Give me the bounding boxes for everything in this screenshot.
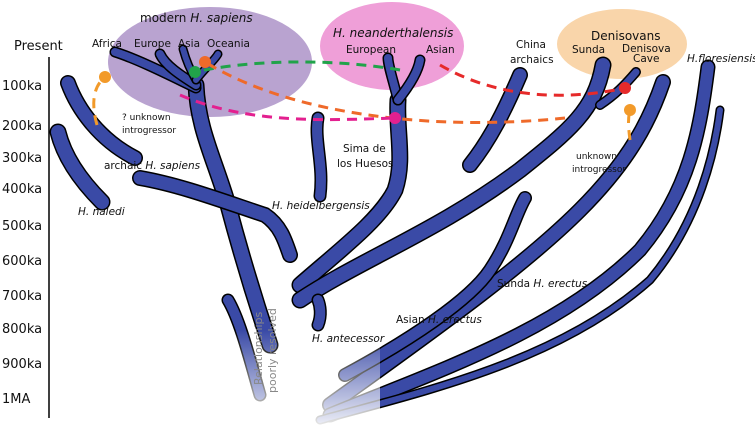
- denisovan-stem-branch: [291, 56, 612, 309]
- orange-flow-arrow: [199, 56, 566, 124]
- label-heidelbergensis: H. heidelbergensis: [272, 200, 370, 212]
- time-label: 200ka: [2, 119, 42, 134]
- time-label: 300ka: [2, 151, 42, 166]
- label-archaic-sapiens: archaic H. sapiens: [104, 160, 201, 172]
- label-antecessor: H. antecessor: [312, 333, 385, 345]
- label-unknown: unknown: [576, 152, 617, 162]
- time-label: 500ka: [2, 219, 42, 234]
- long-branch-1-branch: [322, 74, 671, 413]
- arrowhead-icon: [619, 82, 631, 94]
- region-cave: Cave: [633, 53, 659, 65]
- label-sunda-erectus: Sunda H. erectus: [497, 278, 588, 290]
- label-archaics: archaics: [510, 54, 554, 66]
- arrowhead-icon: [199, 56, 211, 68]
- time-label: 600ka: [2, 254, 42, 269]
- label-relationships-poorly-resolved: Relationships poorly resolved: [252, 308, 279, 393]
- region-asian: Asian: [426, 44, 455, 56]
- denisovan-ellipse: [557, 9, 687, 79]
- green-flow-arrow: [189, 60, 401, 78]
- time-label: 900ka: [2, 357, 42, 372]
- time-axis-labels: Present 100ka 200ka 300ka 400ka 500ka 600ka 700…: [2, 39, 63, 407]
- archaic-upper-branch: [60, 75, 143, 166]
- floresiensis-branch: [322, 59, 716, 423]
- region-sunda: Sunda: [572, 44, 605, 56]
- red-flow-arrow: [439, 63, 631, 97]
- svg-text:Relationships: Relationships: [252, 311, 265, 385]
- denisovans-title: Denisovans: [591, 29, 660, 43]
- label-floresiensis: H.floresiensis: [687, 53, 755, 65]
- label-asian-erectus: Asian H. erectus: [396, 314, 482, 326]
- asian-erectus-branch: [338, 191, 532, 382]
- label-naledi: H. naledi: [78, 206, 125, 218]
- region-european: European: [346, 44, 396, 56]
- label-unknown-q: ? unknown: [122, 113, 171, 123]
- svg-text:poorly resolved: poorly resolved: [266, 308, 279, 393]
- fade-overlay: [180, 330, 380, 435]
- amber-flow-right-arrow: [624, 104, 636, 141]
- region-africa: Africa: [92, 38, 122, 50]
- arrowhead-icon: [624, 104, 636, 116]
- sapiens-title: modern H. sapiens: [140, 11, 253, 25]
- sapiens-europe-branch: [154, 48, 202, 91]
- time-label: 700ka: [2, 289, 42, 304]
- heidelbergensis-branch: [310, 111, 328, 203]
- arrowhead-icon: [389, 112, 401, 124]
- time-label: 100ka: [2, 79, 42, 94]
- region-oceania: Oceania: [207, 38, 250, 50]
- amber-flow-left-arrow: [92, 71, 111, 126]
- time-label: 1MA: [2, 392, 30, 407]
- neanderthal-asian-branch: [392, 54, 426, 106]
- neanderthal-stem-branch: [291, 91, 409, 294]
- naledi-branch: [49, 123, 111, 211]
- label-china: China: [516, 39, 546, 51]
- neanderthal-title: H. neanderthalensis: [333, 26, 453, 40]
- region-europe: Europe: [134, 38, 171, 50]
- branches: [49, 44, 725, 425]
- arrowhead-icon: [99, 71, 111, 83]
- gene-flow-arrows: [92, 56, 636, 141]
- arrowhead-icon: [189, 66, 201, 78]
- neanderthal-ellipse: [320, 2, 464, 90]
- time-label: 800ka: [2, 322, 42, 337]
- time-label: Present: [14, 39, 63, 54]
- label-huesos: los Huesos: [337, 158, 394, 170]
- time-label: 400ka: [2, 182, 42, 197]
- region-denisova: Denisova: [622, 43, 671, 55]
- label-introgressor: introgressor: [572, 165, 626, 175]
- archaic-sapiens-branch: [132, 170, 298, 263]
- region-asia: Asia: [178, 38, 200, 50]
- antecessor-branch: [311, 293, 327, 332]
- magenta-flow-arrow: [179, 93, 401, 124]
- label-introgressor-q: introgressor: [122, 126, 176, 136]
- label-sima: Sima de: [343, 143, 386, 155]
- sunda-erectus-branch: [315, 105, 725, 425]
